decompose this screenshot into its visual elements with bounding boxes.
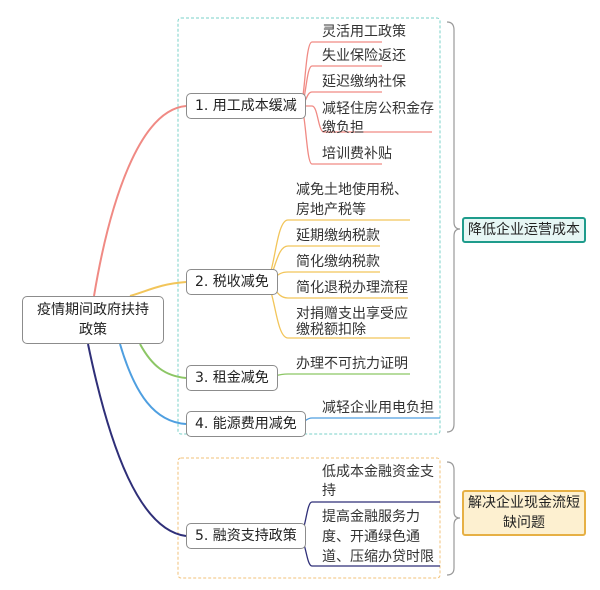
branch-rent-relief[interactable]: 3. 租金减免: [186, 365, 278, 391]
leaf-electricity-burden[interactable]: 减轻企业用电负担: [322, 400, 434, 416]
leaf-housing-fund-line2[interactable]: 缴负担: [322, 120, 364, 136]
leaf-simplify-refund[interactable]: 简化退税办理流程: [296, 280, 408, 296]
edge-root-branch2: [129, 281, 187, 297]
group-frame-finance: [177, 457, 441, 579]
summary-bracket-finance: [446, 461, 461, 576]
leaf-financial-service-line3[interactable]: 道、压缩办贷时限: [322, 549, 434, 565]
leaf-defer-social-security[interactable]: 延迟缴纳社保: [322, 74, 406, 90]
root-topic[interactable]: 疫情期间政府扶持 政策: [22, 296, 164, 344]
leaf-low-cost-funding-line1[interactable]: 低成本金融资金支: [322, 464, 434, 480]
group-frame-cost: [177, 17, 441, 435]
root-title-line2: 政策: [79, 322, 107, 338]
edge-root-branch5: [87, 343, 187, 537]
leaf-land-tax-line1[interactable]: 减免土地使用税、: [296, 182, 408, 198]
leaf-defer-tax[interactable]: 延期缴纳税款: [296, 228, 380, 244]
leaf-training-subsidy[interactable]: 培训费补贴: [322, 146, 392, 162]
leaf-financial-service-line1[interactable]: 提高金融服务力: [322, 509, 420, 525]
summary-cashflow-shortage[interactable]: 解决企业现金流短 缺问题: [462, 490, 586, 536]
branch-labor-cost[interactable]: 1. 用工成本缓减: [186, 93, 306, 119]
branch-finance-support[interactable]: 5. 融资支持政策: [186, 523, 306, 549]
summary-bracket-cost: [446, 21, 461, 433]
leaf-financial-service-line2[interactable]: 度、开通绿色通: [322, 529, 420, 545]
edge-root-branch1: [93, 105, 187, 297]
leaf-flexible-employment[interactable]: 灵活用工政策: [322, 24, 406, 40]
leaf-simplify-tax-payment[interactable]: 简化缴纳税款: [296, 254, 380, 270]
leaf-unemployment-refund[interactable]: 失业保险返还: [322, 48, 406, 64]
branch-tax-relief[interactable]: 2. 税收减免: [186, 269, 278, 295]
leaf-land-tax-line2[interactable]: 房地产税等: [296, 202, 366, 218]
summary-reduce-operating-cost[interactable]: 降低企业运营成本: [462, 217, 586, 243]
leaf-force-majeure[interactable]: 办理不可抗力证明: [296, 356, 408, 372]
edge-root-branch3: [139, 343, 187, 379]
root-title-line1: 疫情期间政府扶持: [37, 302, 149, 318]
leaf-donation-deduction-line1[interactable]: 对捐赠支出享受应: [296, 306, 408, 322]
branch-energy-relief[interactable]: 4. 能源费用减免: [186, 411, 306, 437]
edge-root-branch4: [119, 343, 187, 425]
leaf-donation-deduction-line2[interactable]: 缴税额扣除: [296, 322, 366, 338]
leaf-housing-fund-line1[interactable]: 减轻住房公积金存: [322, 101, 434, 117]
leaf-low-cost-funding-line2[interactable]: 持: [322, 483, 336, 499]
